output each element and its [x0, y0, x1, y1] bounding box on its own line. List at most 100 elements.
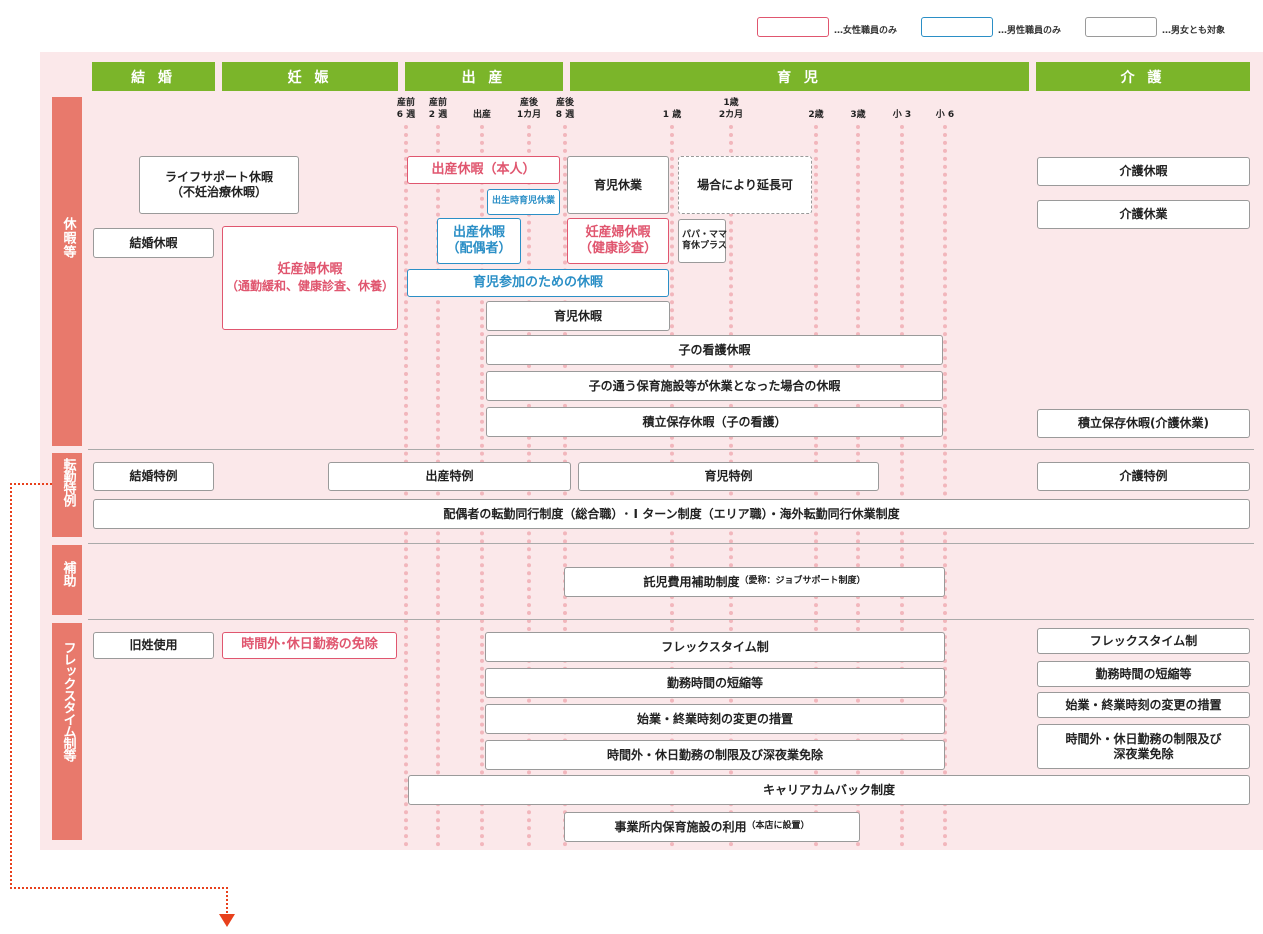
tick-label-line2: 出産 [472, 110, 491, 121]
care-transfer-box: 介護特例 [1037, 462, 1250, 491]
legend-male-swatch [921, 17, 993, 37]
tick-label-line2: 2歳 [808, 110, 824, 121]
section-subsidy-text: 補助 [60, 561, 76, 587]
spouse-maternity-label: 出産休暇 [452, 224, 505, 240]
childcare-leave-work-box: 育児休業 [567, 156, 669, 214]
section-label-subsidy: 補助 [52, 545, 82, 615]
spouse-transfer-box: 配偶者の転勤同行制度（総合職）･ I ターン制度（エリア職）・海外転勤同行休業制… [93, 499, 1250, 529]
childcare-transfer-box: 育児特例 [578, 462, 879, 491]
care-overtime-sub: 深夜業免除 [1113, 746, 1174, 761]
header-childcare: 育 児 [570, 62, 1029, 91]
papa-mama-plus-box: パパ・ママ 育休プラス [678, 219, 728, 263]
legend-both-label: …男女とも対象 [1162, 26, 1226, 36]
lifesupport-leave-sub: （不妊治療休暇） [170, 185, 267, 199]
section-label-leave: 休暇等 [52, 97, 82, 446]
birth-childcare-leave-box: 出生時育児休業 [487, 189, 560, 215]
start-end-change-box: 始業・終業時刻の変更の措置 [485, 704, 945, 734]
section-flex-text: フレックスタイム制等 [60, 641, 76, 761]
tick-2y: 2歳 [802, 97, 830, 121]
tick-3y: 3歳 [844, 97, 872, 121]
tick-label-line1: 産後 [519, 98, 538, 108]
care-holiday-box: 介護休暇 [1037, 157, 1250, 186]
tick-label-line1: 産前 [428, 98, 447, 108]
legend-female-swatch [757, 17, 829, 37]
section-transfer-text: 転勤特例 [60, 458, 76, 506]
tick-prenatal-2w: 産前 2 週 [425, 97, 451, 121]
care-overtime-label: 時間外・休日勤務の制限及び [1065, 731, 1222, 746]
tick-label-line2: 1 歳 [662, 110, 682, 121]
tick-label-line2: 3歳 [850, 110, 866, 121]
care-leave-box: 介護休業 [1037, 200, 1250, 229]
tick-label-line2: 8 週 [555, 110, 575, 121]
birth-transfer-box: 出産特例 [328, 462, 571, 491]
care-start-end-box: 始業・終業時刻の変更の措置 [1037, 692, 1250, 718]
tick-1y: 1 歳 [658, 97, 686, 121]
section-label-transfer: 転勤特例 [52, 453, 82, 537]
section-divider [88, 449, 1254, 450]
childcare-subsidy-box: 託児費用補助制度（愛称：ジョブサポート制度） [564, 567, 945, 597]
legend-both-swatch [1085, 17, 1157, 37]
pregnancy-health-leave-box: 妊産婦休暇 （健康診査） [567, 218, 669, 264]
pregnancy-health-sub: （健康診査） [578, 241, 657, 256]
care-flextime-box: フレックスタイム制 [1037, 628, 1250, 654]
tick-label-line2: 小 6 [935, 110, 955, 121]
pregnancy-health-label: 妊産婦休暇 [585, 224, 651, 240]
legend-male-label: …男性職員のみ [998, 26, 1062, 36]
timeline-line [943, 125, 947, 847]
onsite-daycare-note: （本店に設置） [746, 821, 810, 832]
spouse-maternity-sub: （配偶者） [446, 241, 512, 256]
papa-mama-sub: 育休プラス [682, 241, 727, 251]
pregnancy-leave-label: 妊産婦休暇 [277, 262, 343, 278]
papa-mama-label: パパ・ママ [682, 229, 728, 240]
childcare-holiday-box: 育児休暇 [486, 301, 670, 331]
timeline-line [900, 125, 904, 847]
pregnancy-leave-box: 妊産婦休暇 （通勤緩和、健康診査、休養） [222, 226, 398, 330]
onsite-daycare-box: 事業所内保育施設の利用（本店に設置） [564, 812, 860, 842]
flextime-box: フレックスタイム制 [485, 632, 945, 662]
maiden-name-box: 旧姓使用 [93, 632, 214, 659]
reserve-nursing-leave-box: 積立保存休暇（子の看護） [486, 407, 943, 437]
onsite-daycare-label: 事業所内保育施設の利用 [614, 819, 747, 834]
care-overtime-box: 時間外・休日勤務の制限及び 深夜業免除 [1037, 724, 1250, 769]
tick-birth: 出産 [468, 97, 496, 121]
header-pregnancy: 妊 娠 [222, 62, 398, 91]
section-divider [88, 543, 1254, 544]
tick-label-line2: 小 3 [892, 110, 912, 121]
header-marriage: 結 婚 [92, 62, 215, 91]
reserve-care-leave-box: 積立保存休暇(介護休業) [1037, 409, 1250, 438]
lifesupport-leave-box: ライフサポート休暇 （不妊治療休暇） [139, 156, 299, 214]
career-comeback-box: キャリアカムバック制度 [408, 775, 1250, 805]
lifesupport-leave-label: ライフサポート休暇 [164, 170, 273, 184]
tick-label-line2: 6 週 [396, 110, 416, 121]
daycare-closure-leave-box: 子の通う保育施設等が休業となった場合の休暇 [486, 371, 943, 401]
childcare-subsidy-note: （愛称：ジョブサポート制度） [739, 576, 866, 587]
section-leave-text: 休暇等 [60, 217, 76, 259]
section-divider [88, 619, 1254, 620]
legend-female-label: …女性職員のみ [834, 26, 898, 36]
marriage-leave-box: 結婚休暇 [93, 228, 214, 258]
header-care: 介 護 [1036, 62, 1250, 91]
tick-grade6: 小 6 [931, 97, 959, 121]
maternity-leave-box: 出産休暇（本人） [407, 156, 560, 184]
overtime-exempt-box: 時間外･休日勤務の免除 [222, 632, 397, 659]
childcare-subsidy-label: 託児費用補助制度 [643, 574, 740, 589]
tick-postnatal-8w: 産後 8 週 [552, 97, 578, 121]
tick-label-line2: 2カ月 [718, 110, 744, 121]
tick-label-line1: 産後 [555, 98, 574, 108]
tick-label-line2: 1カ月 [516, 110, 542, 121]
care-shortened-box: 勤務時間の短縮等 [1037, 661, 1250, 687]
childcare-participation-leave-box: 育児参加のための休暇 [407, 269, 669, 297]
extension-possible-box: 場合により延長可 [678, 156, 812, 214]
section-label-flex: フレックスタイム制等 [52, 623, 82, 840]
tick-postnatal-1m: 産後 1カ月 [512, 97, 546, 121]
arrow-head [219, 914, 235, 927]
pregnancy-leave-sub: （通勤緩和、健康診査、休養） [225, 278, 394, 293]
tick-label-line2: 2 週 [428, 110, 448, 121]
header-birth: 出 産 [405, 62, 563, 91]
tick-label-line1: 1歳 [723, 98, 739, 108]
child-nursing-leave-box: 子の看護休暇 [486, 335, 943, 365]
tick-grade3: 小 3 [888, 97, 916, 121]
spouse-maternity-leave-box: 出産休暇 （配偶者） [437, 218, 521, 264]
